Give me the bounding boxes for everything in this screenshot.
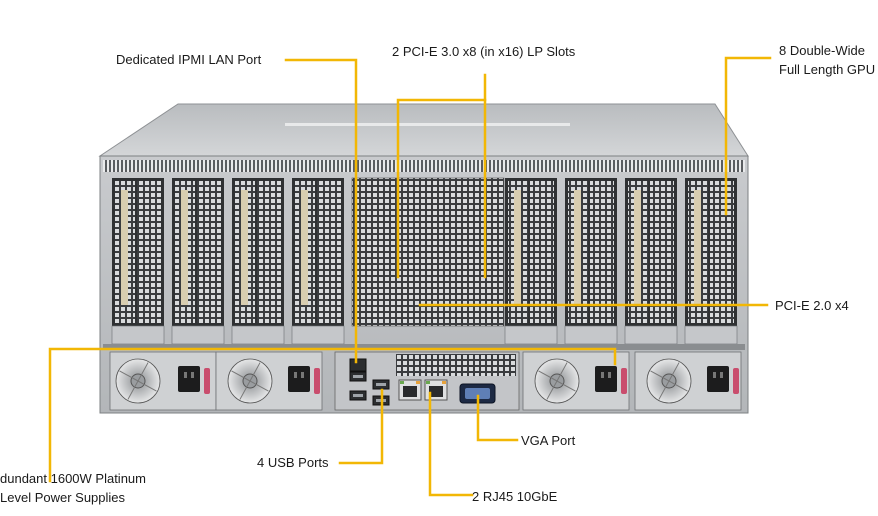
gpu-slot-group bbox=[103, 178, 745, 350]
gpu-slot bbox=[624, 178, 678, 345]
release-tab bbox=[314, 368, 320, 394]
gpu-slot bbox=[684, 178, 738, 345]
label-pcie-x4: PCI-E 2.0 x4 bbox=[775, 298, 849, 313]
bottom-rail bbox=[103, 344, 745, 350]
label-vga-port: VGA Port bbox=[521, 433, 576, 448]
callout-line bbox=[284, 58, 358, 364]
power-supply bbox=[109, 351, 217, 411]
callout-lines bbox=[48, 56, 772, 497]
power-supply bbox=[215, 351, 323, 411]
callout-line bbox=[428, 391, 474, 497]
power-socket bbox=[178, 366, 200, 392]
release-tab bbox=[621, 368, 627, 394]
gpu-slot bbox=[231, 178, 285, 345]
callout-line bbox=[476, 394, 519, 442]
top-vent-strip bbox=[103, 160, 745, 172]
release-tab bbox=[733, 368, 739, 394]
callout-line bbox=[724, 56, 772, 216]
gpu-slot bbox=[564, 178, 618, 345]
power-socket bbox=[595, 366, 617, 392]
power-supply bbox=[522, 351, 630, 411]
callout-line bbox=[338, 388, 384, 465]
label-lp-slots: 2 PCI-E 3.0 x8 (in x16) LP Slots bbox=[392, 44, 576, 59]
callout-line bbox=[396, 73, 487, 279]
label-psu-line-1: dundant 1600W Platinum bbox=[0, 471, 146, 486]
label-rj45: 2 RJ45 10GbE bbox=[472, 489, 558, 504]
callout-line bbox=[48, 347, 617, 483]
gpu-slot bbox=[291, 178, 345, 345]
gpu-slot bbox=[504, 178, 558, 345]
power-supply bbox=[634, 351, 742, 411]
release-tab bbox=[204, 368, 210, 394]
chassis-top-cover bbox=[98, 103, 749, 157]
label-usb-ports: 4 USB Ports bbox=[257, 455, 329, 470]
gpu-slot bbox=[171, 178, 225, 345]
power-supply-group bbox=[109, 351, 742, 411]
ipmi-port bbox=[349, 358, 367, 372]
power-socket bbox=[707, 366, 729, 392]
vga-connector bbox=[459, 383, 496, 404]
io-mesh bbox=[396, 354, 516, 376]
label-psu-line-2: Level Power Supplies bbox=[0, 490, 126, 505]
center-mesh-panel bbox=[351, 177, 505, 327]
power-socket bbox=[288, 366, 310, 392]
label-gpu-line-2: Full Length GPU bbox=[779, 62, 876, 77]
gpu-slot bbox=[111, 178, 165, 345]
label-ipmi-port: Dedicated IPMI LAN Port bbox=[116, 52, 262, 67]
label-gpu-line-1: 8 Double-Wide bbox=[779, 43, 865, 58]
